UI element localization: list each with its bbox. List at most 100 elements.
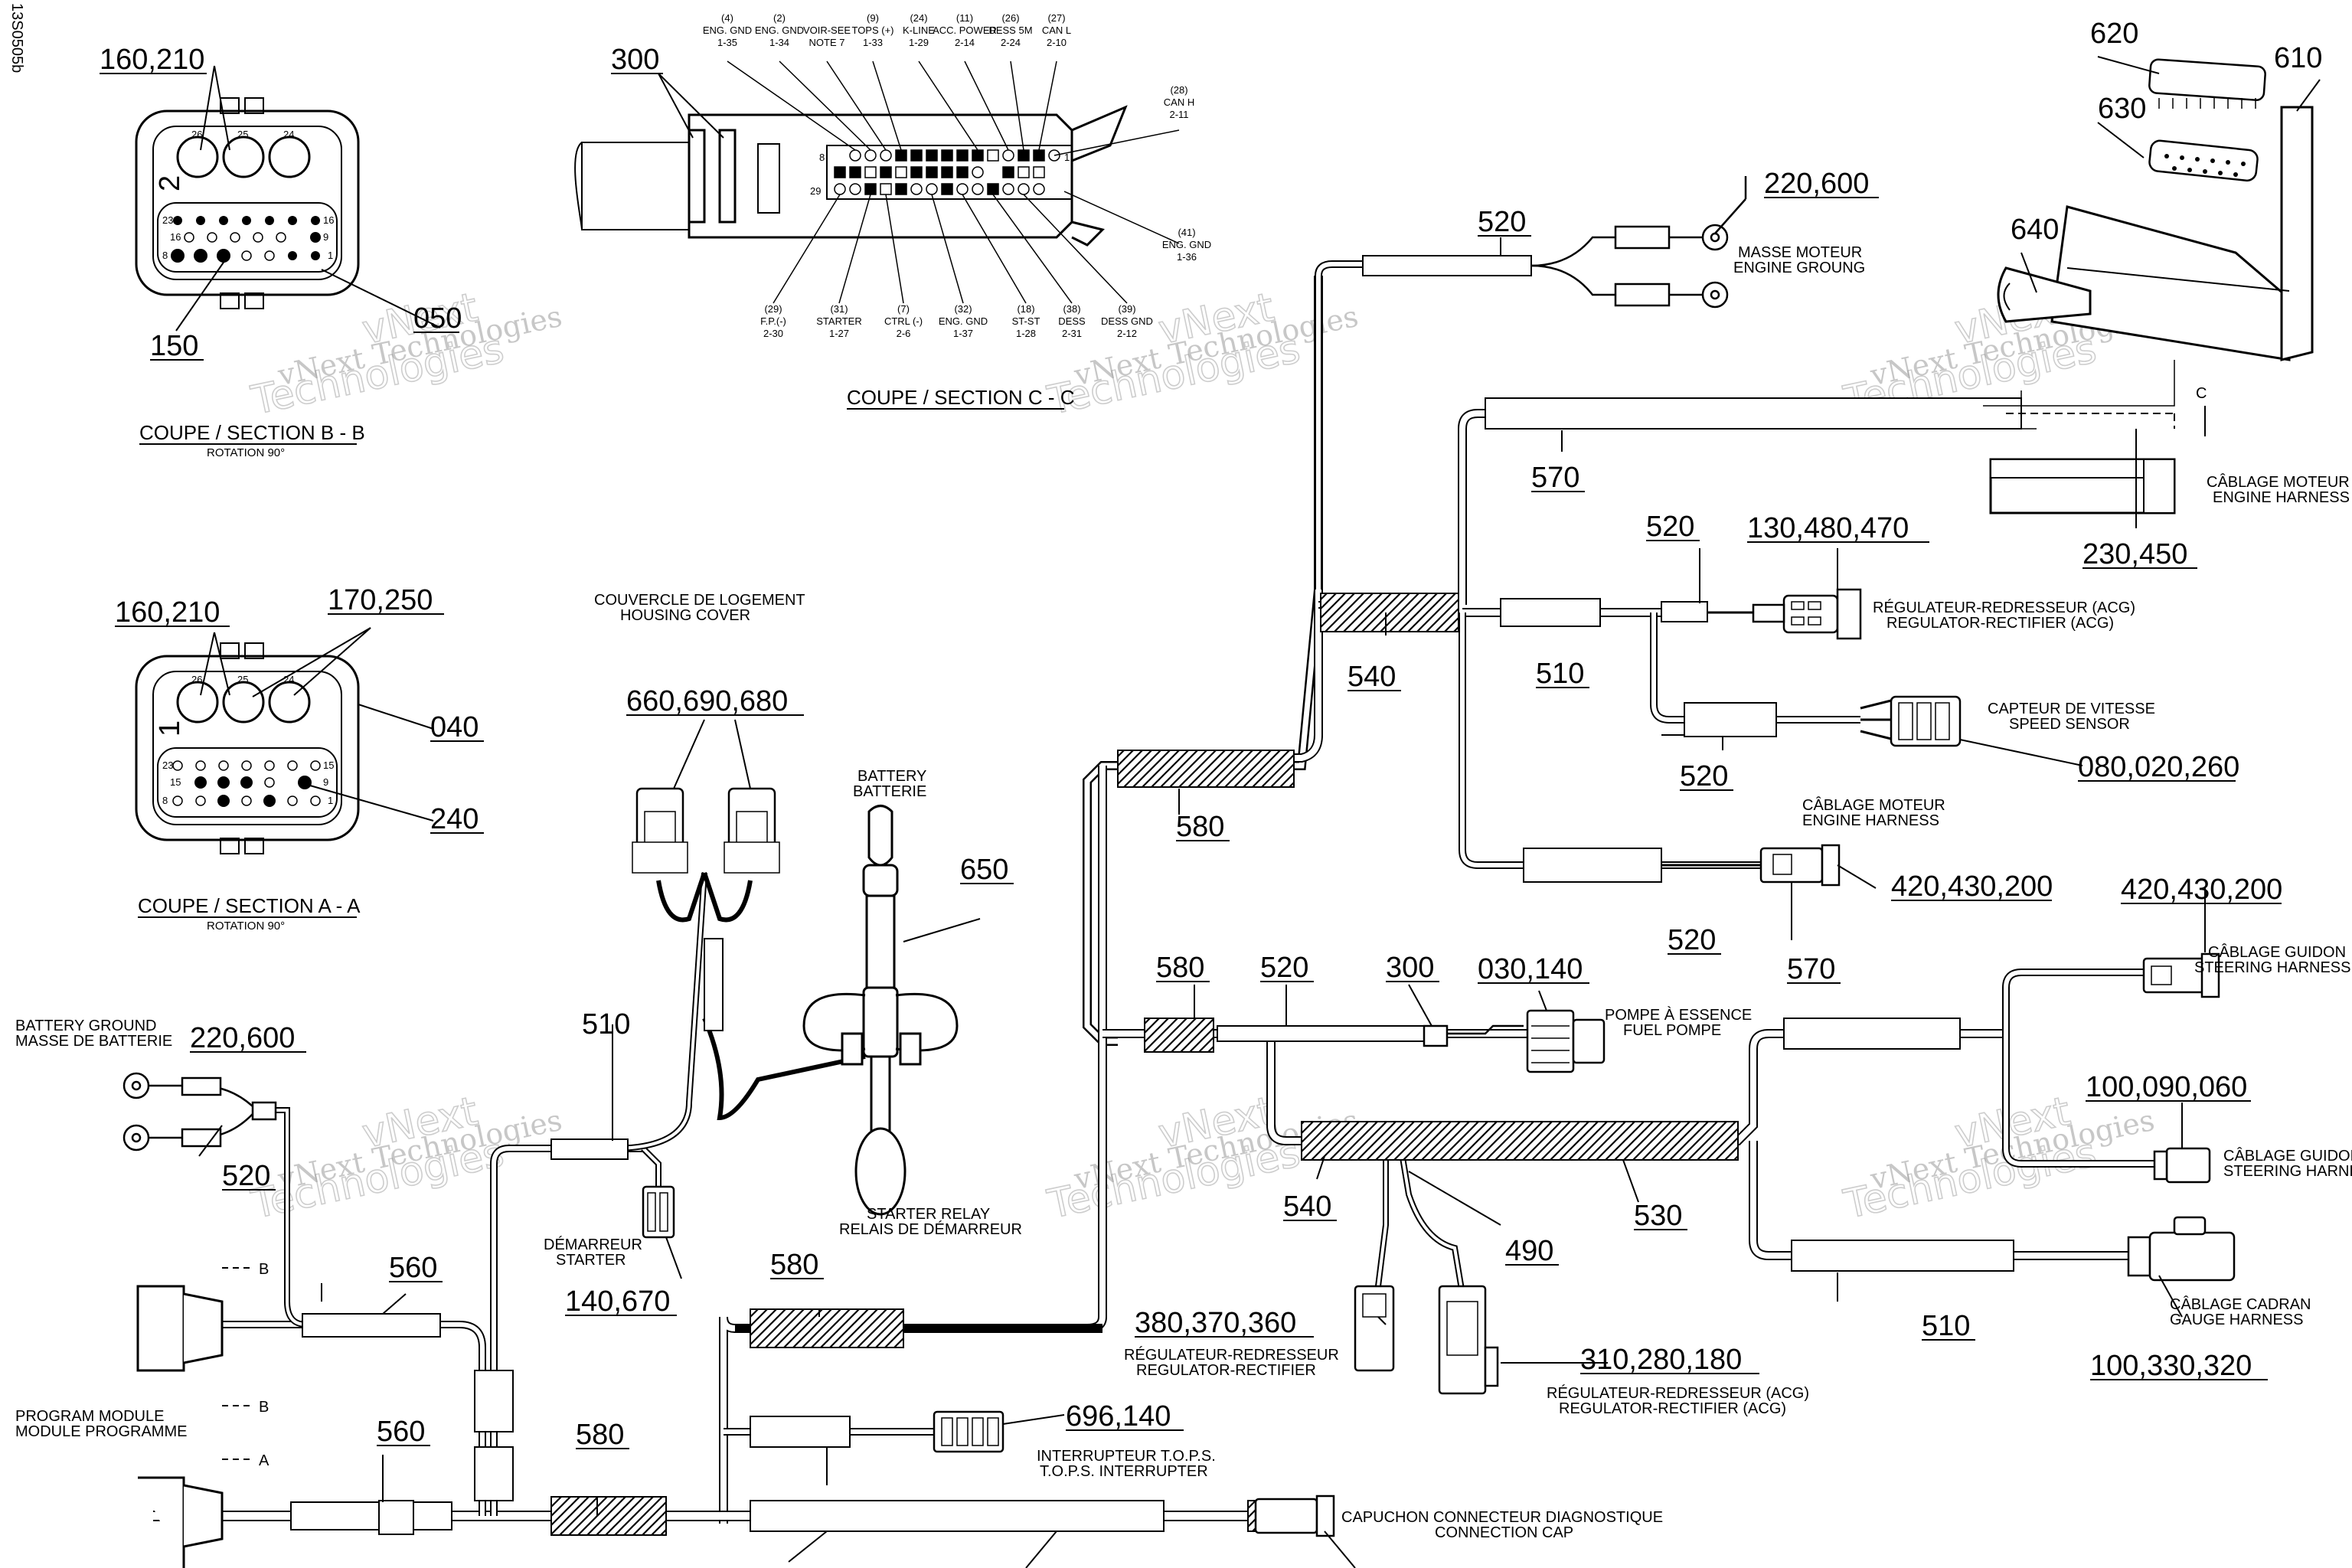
battery-cable (802, 805, 959, 1216)
pin-function-label: 2-14 (955, 37, 975, 48)
callout-a: A (259, 1452, 270, 1469)
label-engine-ground: ENGINE GROUNG (1733, 260, 1865, 276)
pin-label: 15 (323, 760, 334, 771)
callout-580-lower: 580 (576, 1419, 624, 1451)
callout-580-bottom: 580 (770, 1249, 818, 1281)
connector-630 (2148, 139, 2259, 182)
pin-label: 25 (237, 674, 248, 685)
pin-function-label: ENG. GND (755, 24, 804, 36)
pin-function-label: 1-33 (863, 37, 883, 48)
label-cablage-cadran: CÂBLAGE CADRAN (2170, 1295, 2311, 1313)
pin-label: 25 (237, 129, 248, 140)
pin-label: 23 (162, 760, 173, 771)
callout-510-mid: 510 (1536, 658, 1584, 690)
pin-row-label: 29 (810, 185, 821, 197)
callout-150: 150 (150, 330, 198, 362)
pin-label: 1 (328, 250, 333, 261)
callout-660-690-680: 660,690,680 (626, 685, 788, 717)
label-demarreur: DÉMARREUR (544, 1236, 642, 1253)
pin-function-label: (26) (1001, 12, 1019, 24)
label-masse-batterie: MASSE DE BATTERIE (15, 1033, 172, 1050)
label-tops-interrupter: T.O.P.S. INTERRUPTER (1040, 1463, 1208, 1480)
callout-650: 650 (960, 854, 1008, 886)
callout-220-600-top: 220,600 (1764, 168, 1869, 200)
section-c-leaders (727, 60, 1180, 304)
label-couvercle: COUVERCLE DE LOGEMENT (594, 592, 805, 609)
pin-label: 24 (283, 129, 294, 140)
callout-520-acg: 520 (1646, 511, 1694, 543)
callout-420-430-200-a: 420,430,200 (1891, 871, 2053, 903)
callout-030-140: 030,140 (1478, 953, 1583, 985)
callout-300-right: 300 (1386, 952, 1434, 984)
connector-number-a: 1 (154, 720, 186, 737)
pin-function-label: TOPS (+) (851, 24, 893, 36)
callout-100-330-320: 100,330,320 (2090, 1350, 2252, 1382)
pin-function-label: DESS 5M (988, 24, 1032, 36)
label-battery: BATTERY (858, 768, 926, 785)
section-c-connector (574, 73, 1128, 247)
callout-520-engine: 520 (1668, 924, 1716, 956)
callout-160-210-a: 160,210 (115, 596, 220, 629)
label-program-module: PROGRAM MODULE (15, 1408, 164, 1425)
speed-sensor-connector (1860, 695, 1962, 747)
pin-function-label: 1-29 (909, 37, 929, 48)
label-relais-demarreur: RELAIS DE DÉMARREUR (839, 1220, 1022, 1238)
pin-function-label: K-LINE (903, 24, 935, 36)
callout-640: 640 (2011, 214, 2059, 246)
tops-switch-connector (933, 1410, 1004, 1453)
label-batterie: BATTERIE (853, 783, 926, 800)
callout-530: 530 (1634, 1200, 1682, 1232)
pin-function-label: 1-37 (953, 328, 973, 339)
callout-580-upper: 580 (1176, 811, 1224, 843)
callout-560-b: 560 (377, 1416, 425, 1448)
pin-label: 1 (328, 795, 333, 806)
pin-function-label: 2-6 (897, 328, 911, 339)
section-a-connector (135, 627, 434, 854)
pin-function-label: STARTER (816, 315, 861, 327)
pin-function-label: CTRL (-) (884, 315, 923, 327)
pin-function-label: 2-10 (1047, 37, 1067, 48)
callout-230-450: 230,450 (2082, 538, 2187, 570)
callout-underlines (190, 197, 2282, 1449)
callout-570-right: 570 (1787, 953, 1835, 985)
pin-label: 15 (170, 776, 181, 788)
label-engine-harness-2: ENGINE HARNESS (1802, 812, 1939, 829)
pin-function-label: (32) (954, 303, 972, 315)
pin-function-label: NOTE 7 (809, 37, 845, 48)
starter-connector (642, 1185, 675, 1239)
section-b-rotation: ROTATION 90° (207, 446, 285, 459)
pin-function-label: ENG. GND (703, 24, 752, 36)
pin-row-label: 1 (1064, 152, 1070, 163)
pin-label: 26 (191, 674, 202, 685)
ecu-leaders (1983, 56, 2321, 528)
pin-function-label: VOIR-SEE (803, 24, 851, 36)
pin-function-label: (27) (1047, 12, 1065, 24)
label-regulator-acg: REGULATOR-RECTIFIER (ACG) (1886, 615, 2114, 632)
pin-function-label: 2-24 (1001, 37, 1021, 48)
pin-row-label: 8 (819, 152, 825, 163)
callout-130-480-470: 130,480,470 (1747, 512, 1909, 544)
pin-function-label: (2) (773, 12, 786, 24)
pin-label: 23 (162, 214, 173, 226)
callout-540-top: 540 (1348, 661, 1396, 693)
pin-function-label: (7) (897, 303, 910, 315)
label-capteur-vitesse: CAPTEUR DE VITESSE (1988, 701, 2155, 717)
callout-570-top: 570 (1531, 462, 1579, 494)
regulator-connector-310 (1438, 1285, 1499, 1395)
pin-function-label: (28) (1170, 84, 1187, 96)
pin-function-label: 1-34 (769, 37, 789, 48)
pin-function-label: 1-36 (1177, 251, 1197, 263)
pin-label: 26 (191, 129, 202, 140)
callout-540-mid: 540 (1283, 1191, 1331, 1223)
harness-sleeves (290, 255, 2022, 1535)
regulator-connector-380 (1354, 1285, 1395, 1372)
section-cut-markers (222, 1267, 253, 1460)
pin-function-label: (18) (1017, 303, 1034, 315)
section-b-connector (135, 65, 441, 332)
callout-300-c: 300 (611, 44, 659, 76)
label-cablage-moteur-2: CÂBLAGE MOTEUR (1802, 796, 1945, 814)
section-a-caption: COUPE / SECTION A - A (138, 894, 361, 917)
pin-label: 16 (170, 231, 181, 243)
pin-function-label: (41) (1178, 227, 1195, 238)
callout-520-left: 520 (222, 1160, 270, 1192)
